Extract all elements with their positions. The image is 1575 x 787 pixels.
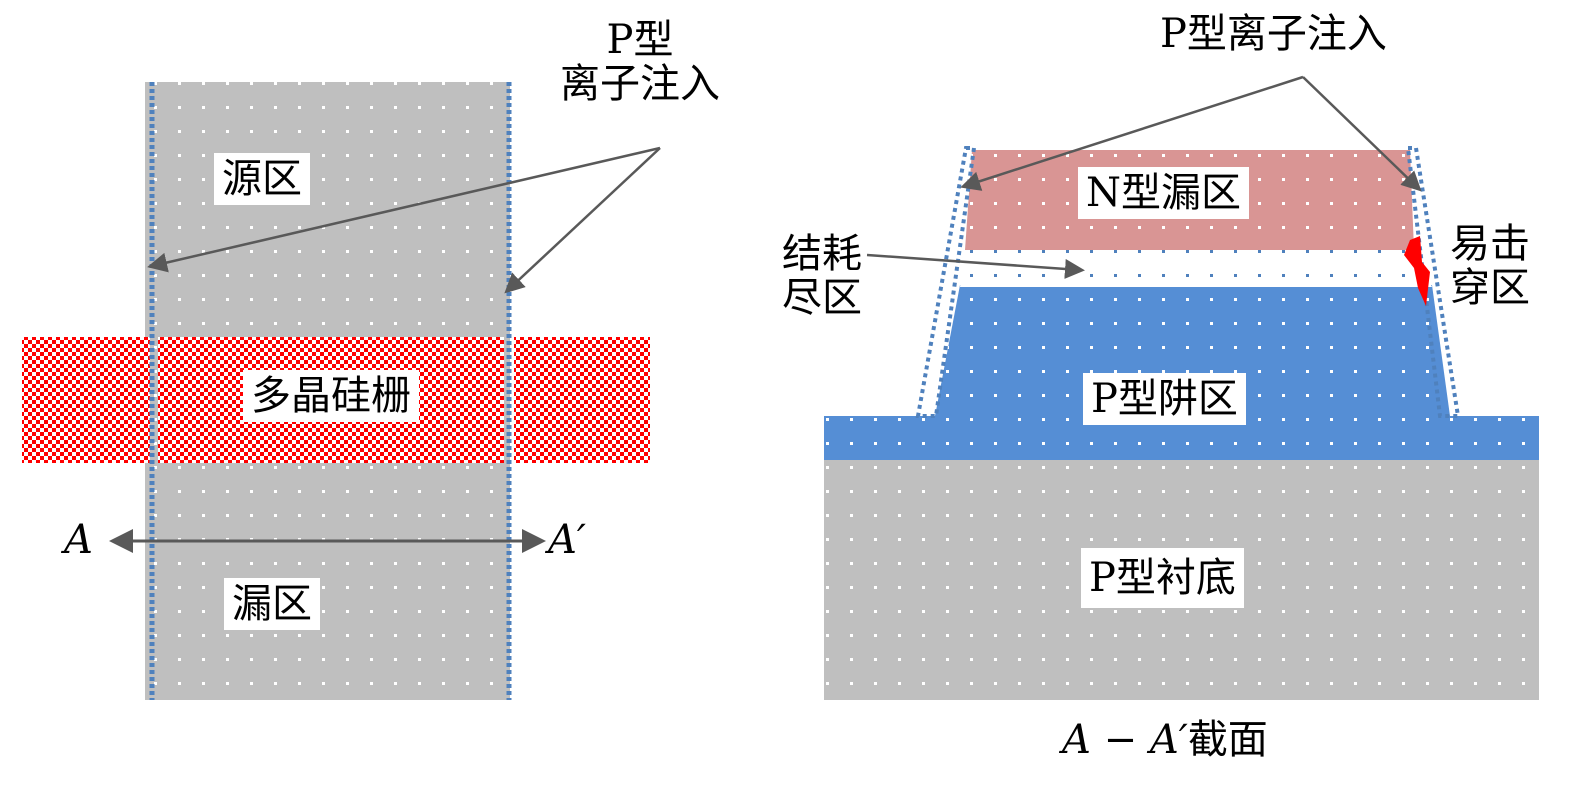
breakdown-label: 易击 穿区 bbox=[1450, 222, 1530, 310]
substrate-label: P型衬底 bbox=[1081, 548, 1244, 608]
cut-end-label: A′ bbox=[548, 517, 586, 563]
depletion-label-line2: 尽区 bbox=[782, 275, 862, 321]
implant-arrow-left bbox=[147, 146, 661, 273]
poly-gate-left bbox=[22, 337, 150, 463]
depletion-arrow bbox=[866, 253, 1085, 279]
p-well-label: P型阱区 bbox=[1083, 373, 1246, 425]
caption-text: 截面 bbox=[1187, 717, 1268, 763]
caption-cut-ref: A − A′ bbox=[1062, 717, 1188, 763]
cross-section-caption: A − A′截面 bbox=[1062, 718, 1268, 762]
breakdown-zone bbox=[1404, 236, 1430, 306]
poly-gate-label: 多晶硅栅 bbox=[243, 370, 419, 422]
implant-label-line2: 离子注入 bbox=[560, 61, 720, 107]
depletion-label: 结耗 尽区 bbox=[782, 232, 862, 320]
depletion-label-line1: 结耗 bbox=[782, 231, 862, 277]
cut-start-label: A bbox=[64, 517, 93, 563]
implant-label-line1: P型 bbox=[606, 17, 674, 63]
depletion-region bbox=[960, 250, 1432, 287]
breakdown-label-line2: 穿区 bbox=[1450, 265, 1530, 311]
implant-sidewall-right bbox=[1405, 146, 1461, 418]
source-label: 源区 bbox=[214, 153, 310, 205]
cs-implant-arrow-left bbox=[960, 75, 1304, 191]
n-drain-label: N型漏区 bbox=[1078, 167, 1249, 219]
cs-implant-arrow-right bbox=[1302, 76, 1422, 192]
poly-gate-right bbox=[514, 337, 650, 463]
p-well-mesa bbox=[935, 285, 1450, 416]
drain-label: 漏区 bbox=[224, 578, 320, 630]
cs-implant-label: P型离子注入 bbox=[1160, 11, 1387, 57]
implant-arrow-right bbox=[504, 147, 661, 294]
implant-label-top: P型 离子注入 bbox=[540, 18, 740, 106]
implant-sidewall-left bbox=[915, 146, 977, 418]
breakdown-label-line1: 易击 bbox=[1450, 221, 1530, 267]
